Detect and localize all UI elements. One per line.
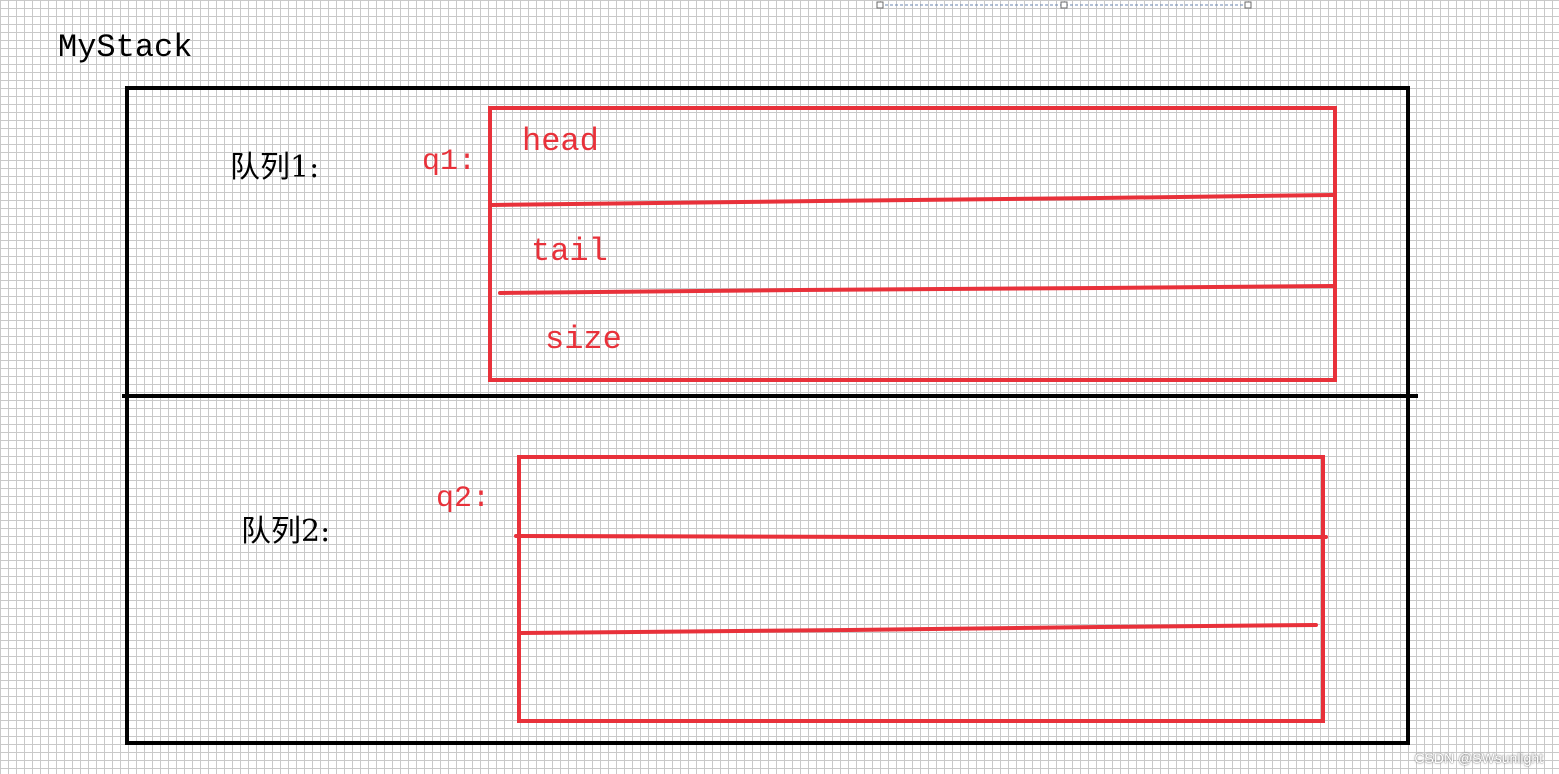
queue1-separator-tail-size	[498, 284, 1335, 295]
queue1-field-head: head	[522, 123, 599, 160]
queue1-label: 队列1:	[230, 150, 320, 185]
queue1-separator-head-tail	[490, 193, 1335, 207]
queue2-separator-1	[514, 534, 1328, 539]
queue-divider-line	[122, 394, 1418, 398]
queue1-var-label: q1:	[422, 145, 477, 179]
queue2-label: 队列2:	[241, 514, 331, 549]
watermark: CSDN @SWsunlight	[1414, 750, 1543, 766]
queue1-box	[488, 106, 1337, 382]
queue1-field-size: size	[545, 321, 622, 358]
queue2-var-label: q2:	[436, 482, 491, 516]
diagram-title: MyStack	[58, 29, 193, 66]
mystack-outer-box	[125, 86, 1410, 745]
selection-handle-bar	[876, 1, 1252, 9]
queue1-field-tail: tail	[531, 233, 608, 270]
queue2-separator-2	[519, 623, 1318, 635]
queue2-box	[517, 455, 1325, 723]
